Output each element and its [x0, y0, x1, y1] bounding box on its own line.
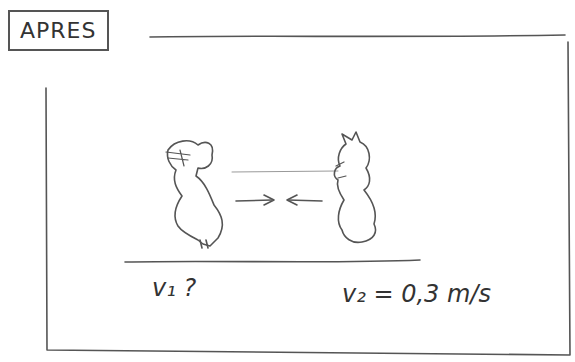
- left-figure: [167, 141, 222, 246]
- guide-line: [232, 171, 338, 172]
- velocity-label: v₂ = 0,3 m/s: [342, 280, 491, 308]
- title-text: APRES: [20, 18, 97, 43]
- top-rule: [150, 35, 565, 37]
- velocity-arrow-1: [236, 200, 272, 201]
- arrowhead-2: [287, 195, 297, 205]
- ground-line: [125, 260, 420, 262]
- arrowhead-1: [264, 195, 274, 205]
- velocity-label: v₁ ?: [152, 274, 196, 302]
- left-figure-feet: [200, 240, 208, 248]
- velocity-arrow-2: [288, 200, 322, 201]
- scene-frame: [46, 42, 570, 355]
- right-figure-detail: [336, 162, 346, 178]
- left-figure-detail: [166, 150, 190, 166]
- title-box: APRES: [8, 10, 109, 51]
- right-figure: [334, 132, 375, 242]
